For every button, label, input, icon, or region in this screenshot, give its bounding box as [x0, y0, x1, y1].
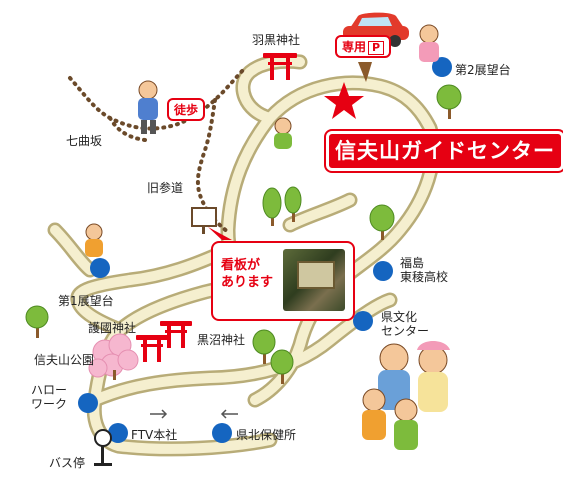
callout-pointer — [208, 227, 232, 240]
signboard-text: 看板が あります — [221, 258, 274, 290]
ftv-marker — [108, 423, 128, 443]
torii-icon — [160, 321, 192, 348]
nanamagari-zaka-label: 七曲坂 — [66, 134, 103, 148]
touryou-high-school-label: 福島 東稜高校 — [400, 256, 449, 284]
shinobuyama-park-label: 信夫山公園 — [34, 353, 95, 367]
culture-center-label: 県文化 センター — [381, 310, 430, 338]
hiker-figure — [85, 223, 103, 257]
family-figures — [362, 341, 450, 450]
parking-symbol: P — [368, 41, 385, 55]
observatory-2-marker — [432, 57, 452, 77]
walking-trails — [68, 66, 247, 234]
hello-work-label: ハロー ワーク — [31, 383, 68, 411]
tree-icon — [270, 349, 294, 384]
health-center-label: 県北保健所 — [236, 428, 297, 442]
hiker-figure — [419, 24, 439, 62]
tree-icon — [262, 187, 282, 226]
guide-center-star-icon — [324, 82, 364, 119]
parking-tag-label: 専用 — [342, 40, 367, 54]
touryou-marker — [373, 261, 393, 281]
tree-icon — [369, 204, 395, 240]
guide-center-banner: 信夫山ガイドセンター — [326, 131, 563, 171]
hiker-figure — [274, 117, 292, 149]
direction-arrows — [150, 409, 238, 419]
torii-icon — [136, 335, 168, 362]
health-center-marker — [212, 423, 232, 443]
poi-markers — [78, 57, 452, 443]
bus-stop-icon — [94, 429, 112, 466]
gokoku-shrine-label: 護國神社 — [88, 321, 137, 335]
tree-icon — [436, 84, 462, 119]
hello-work-marker — [78, 393, 98, 413]
tree-icon — [25, 305, 49, 338]
signboard-callout: 看板が あります — [211, 241, 355, 321]
observatory-1-marker — [90, 258, 110, 278]
tree-icon — [284, 186, 302, 222]
old-approach-label: 旧参道 — [147, 181, 184, 195]
signboard-icon — [191, 207, 217, 234]
cherry-blossom-icon — [88, 333, 139, 380]
walking-tag: 徒歩 — [167, 98, 206, 121]
signboard-photo — [283, 249, 345, 311]
culture-center-marker — [353, 311, 373, 331]
bus-stop-label: バス停 — [49, 456, 86, 470]
hiker-figure — [138, 80, 158, 134]
ftv-label: FTV本社 — [131, 428, 178, 442]
kuronuma-shrine-label: 黒沼神社 — [197, 333, 246, 347]
trees — [25, 84, 462, 384]
observatory-1-label: 第1展望台 — [58, 294, 114, 308]
parking-pointer — [358, 62, 372, 82]
torii-icon — [263, 53, 297, 80]
tree-icon — [252, 329, 276, 364]
observatory-2-label: 第2展望台 — [455, 63, 511, 77]
haguro-shrine-label: 羽黒神社 — [252, 33, 301, 47]
